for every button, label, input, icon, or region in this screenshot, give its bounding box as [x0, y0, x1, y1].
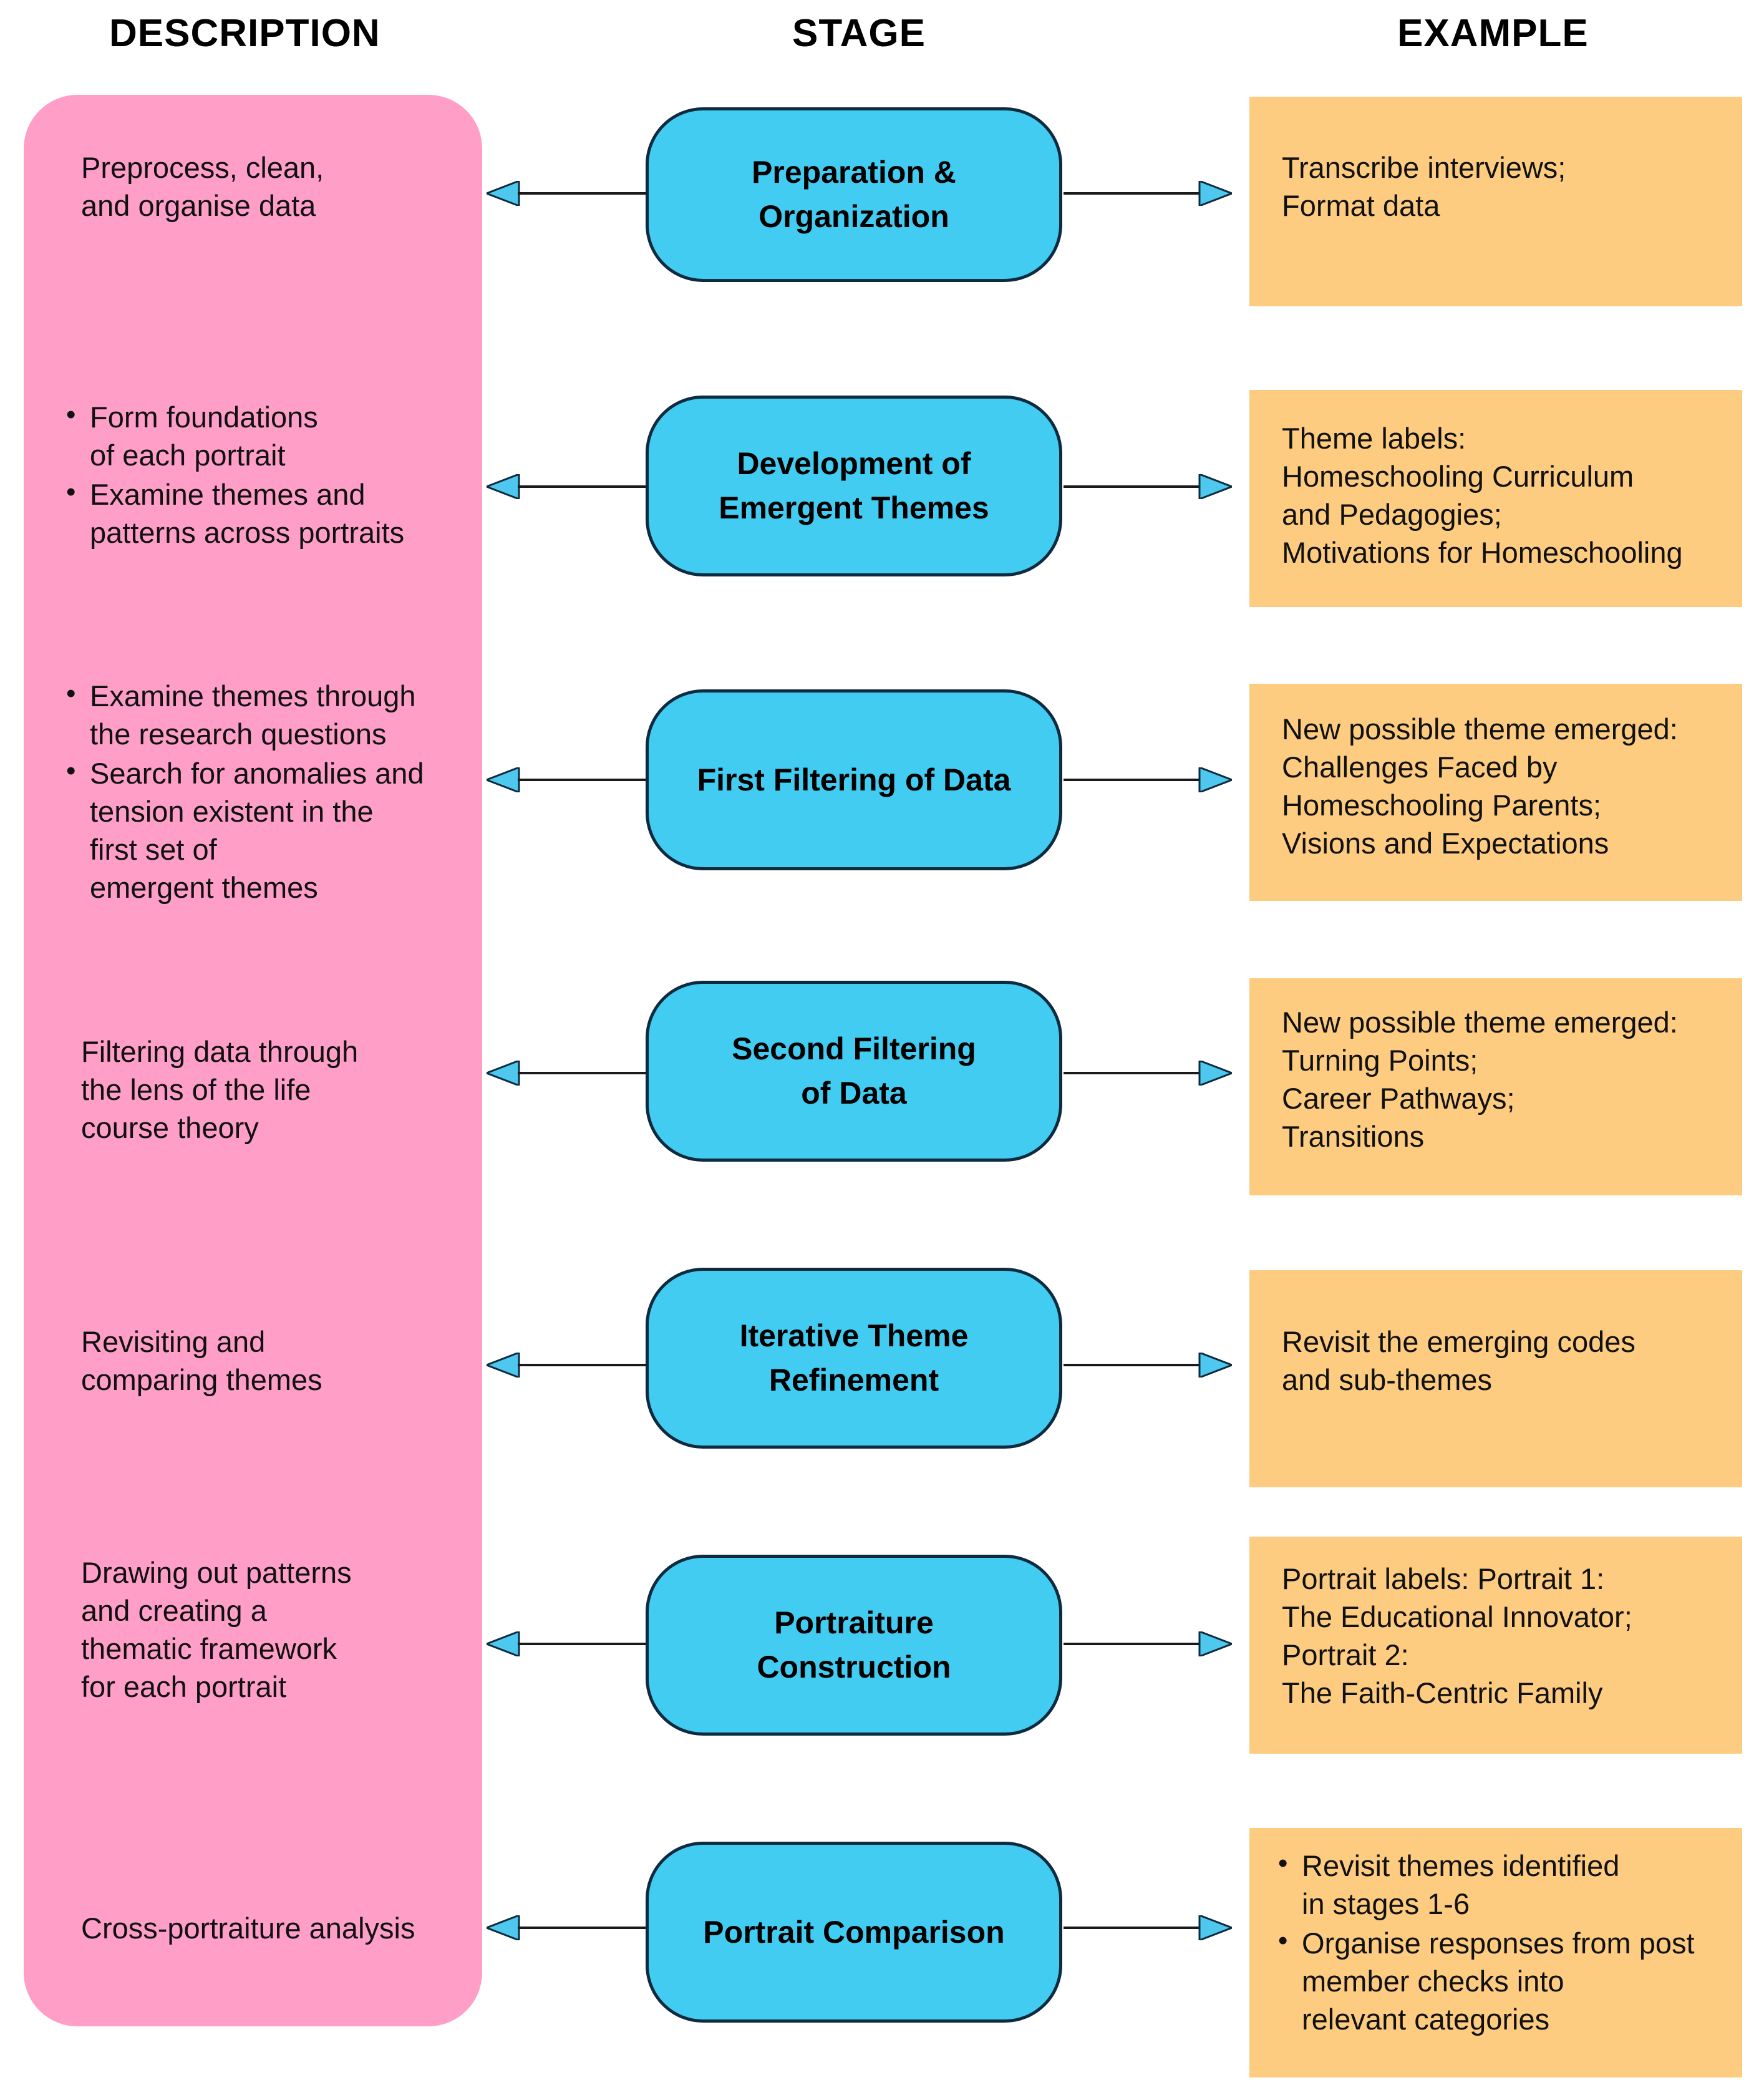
arrow-left-2	[487, 474, 646, 499]
description-text-4: Filtering data through the lens of the l…	[81, 1035, 359, 1145]
arrow-right-7	[1064, 1915, 1232, 1940]
description-list-item: Search for anomalies and tension existen…	[62, 753, 474, 906]
column-header-description: DESCRIPTION	[109, 12, 380, 55]
example-box-6	[1249, 1537, 1742, 1754]
example-text-4: New possible theme emerged: Turning Poin…	[1282, 1006, 1678, 1154]
stage-label-4: Second Filtering of Data	[732, 1031, 976, 1110]
column-header-stage: STAGE	[792, 12, 926, 55]
stage-label-1: Preparation & Organization	[752, 155, 956, 234]
arrow-left-1	[487, 181, 646, 206]
description-text-5: Revisiting and comparing themes	[81, 1325, 322, 1397]
example-text-2: Theme labels: Homeschooling Curriculum a…	[1282, 422, 1683, 570]
arrow-left-5	[487, 1353, 646, 1378]
stage-box-1[interactable]: Preparation & Organization	[646, 107, 1062, 282]
example-text-5: Revisit the emerging codes and sub-theme…	[1282, 1325, 1636, 1397]
example-list-item: Revisit themes identified in stages 1-6	[1274, 1845, 1742, 1923]
example-box-3	[1249, 684, 1742, 901]
arrow-right-3	[1064, 767, 1232, 792]
arrow-left-6	[487, 1631, 646, 1656]
arrow-left-7	[487, 1915, 646, 1940]
stage-box-3[interactable]: First Filtering of Data	[646, 689, 1062, 870]
example-text-3: New possible theme emerged: Challenges F…	[1282, 712, 1678, 860]
stage-box-7[interactable]: Portrait Comparison	[646, 1842, 1062, 2023]
column-header-example: EXAMPLE	[1397, 12, 1589, 55]
stage-box-6[interactable]: Portraiture Construction	[646, 1555, 1062, 1736]
description-list-item: Examine themes through the research ques…	[62, 676, 474, 753]
stage-label-3: First Filtering of Data	[697, 762, 1011, 797]
arrow-left-3	[487, 767, 646, 792]
example-list-7: Revisit themes identified in stages 1-6 …	[1274, 1845, 1742, 2039]
description-text-6: Drawing out patterns and creating a them…	[81, 1556, 352, 1704]
stage-box-2[interactable]: Development of Emergent Themes	[646, 396, 1062, 576]
example-text-6: Portrait labels: Portrait 1: The Educati…	[1282, 1562, 1632, 1710]
arrow-left-4	[487, 1061, 646, 1086]
example-box-2	[1249, 390, 1742, 607]
arrow-right-4	[1064, 1061, 1232, 1086]
example-text-1: Transcribe interviews; Format data	[1282, 151, 1566, 223]
stage-box-4[interactable]: Second Filtering of Data	[646, 981, 1062, 1162]
stage-box-5[interactable]: Iterative Theme Refinement	[646, 1268, 1062, 1449]
description-list-2: Form foundations of each portrait Examin…	[62, 397, 474, 553]
stage-label-6: Portraiture Construction	[757, 1605, 951, 1684]
example-list-item: Organise responses from post member chec…	[1274, 1923, 1742, 2038]
description-list-item: Form foundations of each portrait	[62, 397, 474, 474]
description-text-7: Cross-portraiture analysis	[81, 1912, 415, 1945]
arrow-right-1	[1064, 181, 1232, 206]
arrow-right-2	[1064, 474, 1232, 499]
description-list-3: Examine themes through the research ques…	[62, 676, 474, 908]
example-box-1	[1249, 97, 1742, 306]
description-text-1: Preprocess, clean, and organise data	[81, 151, 324, 223]
arrow-right-6	[1064, 1631, 1232, 1656]
stage-label-7: Portrait Comparison	[703, 1914, 1005, 1950]
example-box-5	[1249, 1270, 1742, 1487]
stage-label-2: Development of Emergent Themes	[719, 446, 989, 525]
arrow-right-5	[1064, 1353, 1232, 1378]
description-list-item: Examine themes and patterns across portr…	[62, 474, 474, 552]
stage-label-5: Iterative Theme Refinement	[739, 1318, 969, 1397]
example-box-4	[1249, 978, 1742, 1195]
